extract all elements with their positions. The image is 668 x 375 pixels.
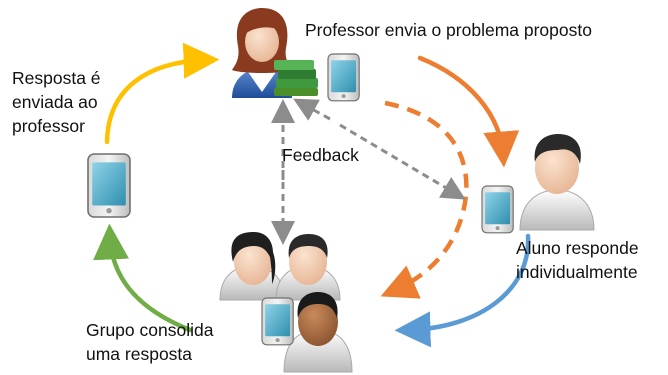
label-aluno: Aluno responde individualmente xyxy=(516,238,639,282)
label-grupo: Grupo consolida uma resposta xyxy=(86,320,214,364)
arrow-professor-to-aluno xyxy=(417,55,520,168)
label-resposta: Resposta é enviada ao professor xyxy=(12,68,101,136)
arrow-aluno-to-grupo xyxy=(394,233,531,348)
tablet-icon-aluno xyxy=(481,185,514,234)
label-professor: Professor envia o problema proposto xyxy=(305,20,592,40)
books-icon xyxy=(274,60,318,96)
arrow-resposta-to-professor xyxy=(104,42,220,145)
arrow-dashed-orange xyxy=(380,100,469,299)
label-feedback: Feedback xyxy=(282,145,359,165)
tablet-icon-professor xyxy=(327,53,360,102)
tablet-icon-resposta xyxy=(87,153,131,218)
tablet-icon-grupo xyxy=(261,297,294,346)
student-icon xyxy=(519,134,595,231)
arrow-grupo-to-resposta xyxy=(93,223,193,333)
feedback-arrow-diagonal xyxy=(339,123,466,200)
group-icon xyxy=(219,232,353,373)
feedback-arrow-diagonal-back xyxy=(293,98,331,121)
